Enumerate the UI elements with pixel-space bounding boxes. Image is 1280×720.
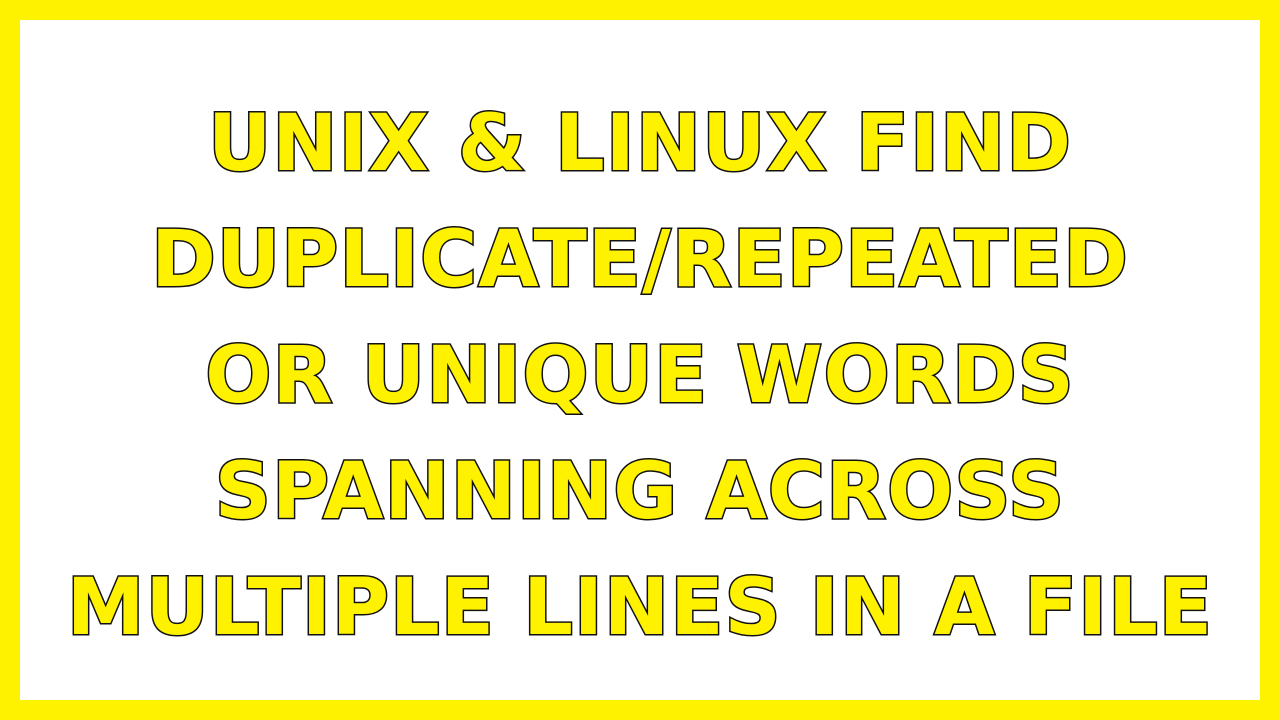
title-line-2: duplicate/repeated <box>150 214 1130 307</box>
title-line-4: spanning across <box>213 446 1066 539</box>
title-line-3: or unique words <box>204 330 1076 423</box>
title-line-1: Unix & Linux Find <box>206 98 1073 191</box>
video-title: Unix & Linux Find duplicate/repeated or … <box>20 86 1260 666</box>
title-line-5: multiple lines in a file <box>65 562 1214 655</box>
